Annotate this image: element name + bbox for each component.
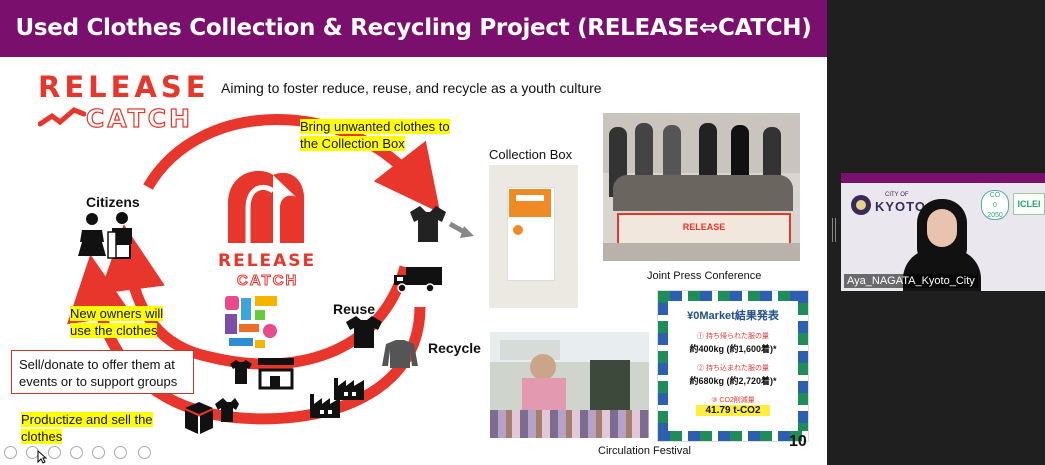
panel-resize-handle[interactable] [832, 218, 836, 242]
collection-box-label: Collection Box [489, 147, 572, 162]
mouse-cursor-icon [37, 450, 47, 464]
participant-face [927, 209, 957, 247]
citizens-person-icon [78, 210, 140, 260]
colorful-mosaic-logo [225, 296, 281, 348]
zoom-button[interactable] [92, 446, 105, 459]
bring-clothes-label: Bring unwanted clothes to the Collection… [300, 118, 450, 152]
shirt-reuse-icon [344, 316, 384, 348]
truck-icon [394, 267, 444, 293]
joint-press-photo: RELEASE [603, 113, 800, 261]
market-item3-label: ③ CO2削減量 [672, 395, 794, 405]
box-icon [183, 396, 239, 436]
center-logo-release: RELEASE [218, 251, 316, 271]
collection-box-photo [489, 165, 578, 308]
market-item2-label: ② 持ち込まれた服の量 [672, 363, 794, 373]
zero-market-poster: ¥0Market結果発表 ① 持ち帰られた服の量 約400kg (約1,600着… [657, 290, 809, 442]
center-logo-catch: CATCH [237, 272, 298, 289]
city-of-text: CITY OF [885, 192, 909, 198]
view-all-slides-button[interactable] [70, 446, 83, 459]
iclei-logo: ICLEI [1013, 193, 1045, 215]
new-owners-label: New owners will use the clothes [70, 305, 163, 339]
release-catch-emblem-icon [218, 163, 308, 251]
joint-press-caption: Joint Press Conference [647, 270, 761, 282]
market-item3-value: 41.79 t-CO2 [696, 405, 770, 416]
market-item1-label: ① 持ち帰られた服の量 [672, 331, 794, 341]
citizens-label: Citizens [86, 194, 140, 211]
slide-title: Used Clothes Collection & Recycling Proj… [0, 0, 827, 57]
subtitles-button[interactable] [114, 446, 127, 459]
participant-name-tag: Aya_NAGATA_Kyoto_City [844, 274, 978, 288]
presentation-slide: Used Clothes Collection & Recycling Proj… [0, 0, 827, 465]
shop-icon [226, 356, 296, 390]
sweater-recycle-icon [380, 340, 420, 368]
recycle-label: Recycle [428, 340, 481, 357]
circulation-caption: Circulation Festival [598, 445, 691, 457]
page-number: 10 [789, 433, 807, 451]
pen-tool-button[interactable] [48, 446, 61, 459]
more-options-button[interactable] [138, 446, 151, 459]
factory-icon [308, 372, 368, 418]
circulation-festival-photo [490, 332, 649, 438]
market-item2-value: 約680kg (約2,720着)* [672, 374, 794, 387]
previous-slide-button[interactable] [4, 446, 17, 459]
t-shirt-icon [406, 206, 476, 246]
productize-label: Productize and sell the clothes [21, 411, 153, 445]
sell-donate-box: Sell/donate to offer them at events or t… [11, 350, 194, 394]
market-item1-value: 約400kg (約1,600着)* [672, 342, 794, 355]
market-heading: ¥0Market結果発表 [672, 307, 794, 323]
press-banner: RELEASE [617, 213, 791, 247]
kyoto-emblem-icon [849, 193, 873, 217]
